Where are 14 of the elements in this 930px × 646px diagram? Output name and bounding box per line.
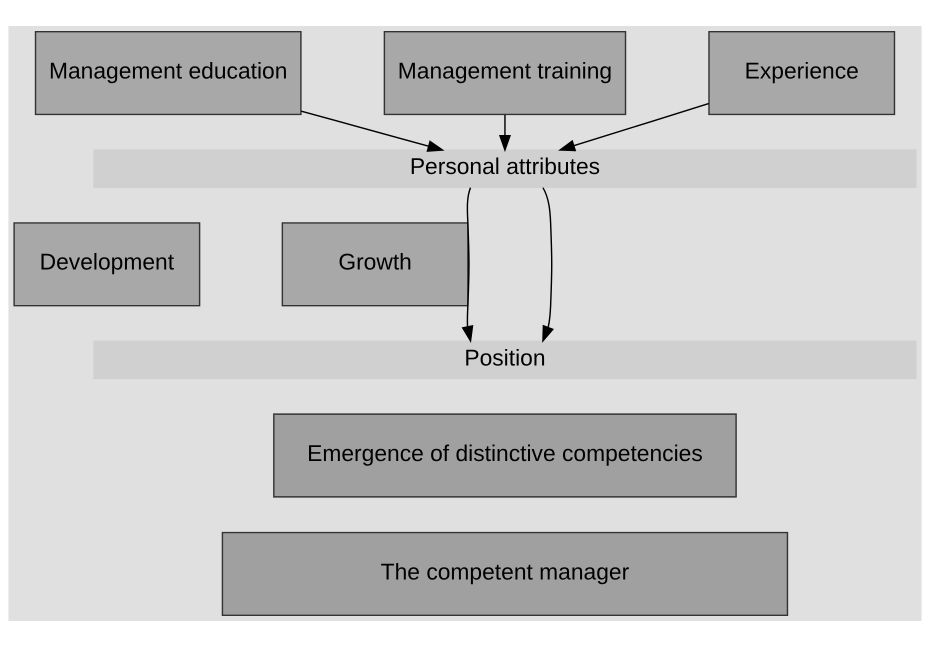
node-box: Development [13, 222, 200, 306]
arrow [301, 110, 445, 152]
node-box: Personal attributes [93, 148, 917, 188]
arrow [498, 114, 511, 152]
node-box: Experience [708, 30, 896, 115]
node-box: Management education [34, 30, 302, 115]
node-box: The competent manager [222, 531, 788, 616]
node-box: Emergence of distinctive competencies [273, 412, 737, 498]
arrow [558, 102, 709, 151]
node-box: Management training [384, 30, 626, 115]
node-box: Position [93, 340, 917, 379]
arrow [542, 186, 554, 342]
arrow [462, 186, 474, 342]
node-box: Growth [282, 222, 469, 306]
